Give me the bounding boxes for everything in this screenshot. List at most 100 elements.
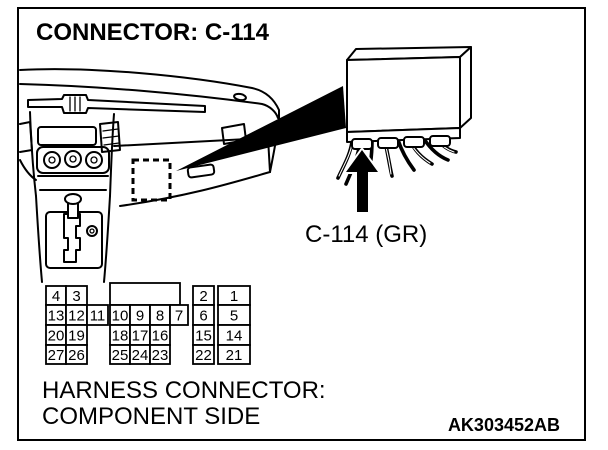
- pin-number: 23: [152, 347, 169, 364]
- pointer-arrow: [346, 150, 378, 212]
- glove-box-handle: [186, 163, 216, 179]
- dash-sensor: [233, 92, 247, 102]
- module-side-face: [459, 46, 472, 129]
- connector-location-marker: [131, 158, 172, 202]
- pin-number: 18: [112, 328, 129, 345]
- pin-cell: 2: [192, 285, 215, 306]
- pin-number: 5: [230, 308, 238, 325]
- connector-callout-label: C-114 (GR): [305, 221, 427, 248]
- dashboard-illustration: [19, 68, 280, 283]
- pin-cell: 8: [149, 304, 171, 326]
- pin-cell: 23: [149, 344, 171, 365]
- pin-cell: 11: [86, 304, 109, 326]
- pin-number: 15: [195, 328, 212, 345]
- pin-cell: 1: [217, 285, 251, 306]
- pin-cell: 15: [192, 324, 215, 346]
- pin-number: 10: [112, 308, 129, 325]
- pin-number: 26: [68, 347, 85, 364]
- pin-cell: 13: [45, 304, 67, 326]
- pin-cell: 26: [65, 344, 88, 365]
- pin-number: 17: [132, 328, 149, 345]
- pin-cell: 24: [129, 344, 151, 365]
- center-display: [37, 126, 97, 146]
- pin-number: 25: [112, 347, 129, 364]
- pin-cell: 5: [217, 304, 251, 326]
- pin-cell: 6: [192, 304, 215, 326]
- module-front-face: [346, 56, 461, 133]
- gear-shifter-knob: [64, 193, 82, 205]
- caption-line-2: COMPONENT SIDE: [42, 403, 260, 430]
- component-module: [336, 46, 472, 186]
- climate-knob: [85, 151, 103, 169]
- shift-lock-button: [86, 225, 98, 237]
- dashboard-front-edge: [19, 83, 279, 119]
- pin-number: 4: [52, 288, 60, 305]
- pin-cell: 27: [45, 344, 67, 365]
- pin-cell: 17: [129, 324, 151, 346]
- lower-left-panel: [19, 159, 37, 181]
- pin-cell: 19: [65, 324, 88, 346]
- climate-knob: [43, 151, 61, 169]
- right-center-vent-slats: [102, 128, 120, 146]
- pin-cell: 25: [109, 344, 131, 365]
- pin-cell: 14: [217, 324, 251, 346]
- pin-cell: 12: [65, 304, 88, 326]
- storage-tray: [37, 175, 109, 191]
- pin-cell: 16: [149, 324, 171, 346]
- pin-number: 22: [195, 347, 212, 364]
- pin-number: 14: [226, 328, 243, 345]
- shift-gate: [63, 213, 81, 263]
- figure-title: CONNECTOR: C-114: [36, 19, 270, 46]
- figure-frame: [17, 7, 586, 441]
- pin-number: 8: [156, 308, 164, 325]
- console-left-edge: [35, 195, 43, 283]
- caption-line-1: HARNESS CONNECTOR:: [42, 377, 326, 404]
- pin-number: 27: [48, 347, 65, 364]
- dashboard-top-edge: [19, 68, 280, 119]
- pin-number: 12: [68, 308, 85, 325]
- climate-knobs: [43, 150, 103, 169]
- shift-lock-button-center: [89, 228, 95, 234]
- callout-wedge: [176, 86, 346, 171]
- climate-knob-center: [90, 156, 98, 164]
- pin-number: 1: [230, 288, 238, 305]
- pin-cell: 20: [45, 324, 67, 346]
- figure-id: AK303452AB: [448, 415, 560, 435]
- center-vent-slats: [69, 96, 81, 112]
- climate-knob-center: [48, 156, 56, 164]
- pin-number: 16: [152, 328, 169, 345]
- pin-number: 6: [199, 308, 207, 325]
- pin-cell: 3: [65, 285, 88, 306]
- pin-number: 7: [175, 308, 183, 325]
- pin-cell: 9: [129, 304, 151, 326]
- climate-knob: [64, 150, 82, 168]
- pin-cell: 10: [109, 304, 131, 326]
- pin-number: 20: [48, 328, 65, 345]
- glove-box-bottom-edge: [119, 171, 271, 207]
- climate-panel: [36, 146, 110, 174]
- connector-key: [109, 282, 181, 306]
- pin-number: 13: [48, 308, 65, 325]
- pin-number: 21: [226, 347, 243, 364]
- connector-pinout: 4 3 2 1 13 12 11 10 9 8 7 6 5 20 19 18 1…: [45, 282, 251, 365]
- defroster-vent: [27, 94, 206, 114]
- left-vent: [19, 121, 33, 153]
- pin-cell: 21: [217, 344, 251, 365]
- console-right-edge: [103, 195, 111, 283]
- right-center-vent: [99, 121, 121, 153]
- pin-cell: 18: [109, 324, 131, 346]
- connector-plug-latches: [351, 135, 451, 150]
- climate-knob-center: [69, 155, 77, 163]
- pin-number: 24: [132, 347, 149, 364]
- pin-number: 11: [90, 308, 106, 325]
- pin-cell: 22: [192, 344, 215, 365]
- pin-number: 2: [199, 288, 207, 305]
- pin-cell: 7: [169, 304, 189, 326]
- pin-cell: 4: [45, 285, 67, 306]
- pin-number: 9: [136, 308, 144, 325]
- center-stack-left-edge: [29, 111, 37, 197]
- pin-number: 19: [68, 328, 85, 345]
- center-console: [35, 193, 111, 283]
- pin-number: 3: [72, 288, 80, 305]
